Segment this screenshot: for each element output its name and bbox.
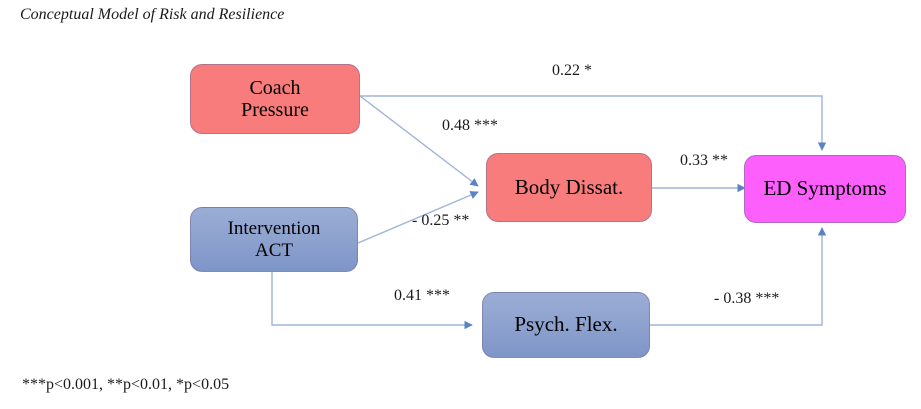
node-ed-symptoms-label: ED Symptoms xyxy=(763,176,887,201)
edge-psych-to-ed xyxy=(650,227,827,326)
edge-intervention-to-psych xyxy=(271,272,473,330)
node-intervention-act-label: Intervention ACT xyxy=(227,218,321,261)
edge-label-coach-to-ed: 0.22 * xyxy=(552,62,592,79)
edge-coach-to-ed xyxy=(360,95,827,151)
edge-label-body-to-ed: 0.33 ** xyxy=(680,152,728,169)
edge-coach-to-body xyxy=(359,95,479,187)
node-ed-symptoms[interactable]: ED Symptoms xyxy=(744,155,906,223)
edge-label-intervention-to-psych: 0.41 *** xyxy=(394,287,450,304)
edge-intervention-to-body xyxy=(357,191,479,244)
figure-title: Conceptual Model of Risk and Resilience xyxy=(20,6,285,23)
significance-footnote: ***p<0.001, **p<0.01, *p<0.05 xyxy=(22,376,230,393)
node-intervention-act[interactable]: Intervention ACT xyxy=(190,207,358,272)
node-coach-pressure-label: Coach Pressure xyxy=(241,76,309,121)
node-psych-flex-label: Psych. Flex. xyxy=(514,312,618,337)
edge-label-intervention-to-body: - 0.25 ** xyxy=(412,212,470,229)
node-psych-flex[interactable]: Psych. Flex. xyxy=(482,292,650,358)
edge-label-psych-to-ed: - 0.38 *** xyxy=(714,290,780,307)
edge-label-coach-to-body: 0.48 *** xyxy=(442,117,498,134)
node-body-dissat[interactable]: Body Dissat. xyxy=(486,153,652,222)
node-body-dissat-label: Body Dissat. xyxy=(514,174,624,199)
node-coach-pressure[interactable]: Coach Pressure xyxy=(190,64,360,134)
